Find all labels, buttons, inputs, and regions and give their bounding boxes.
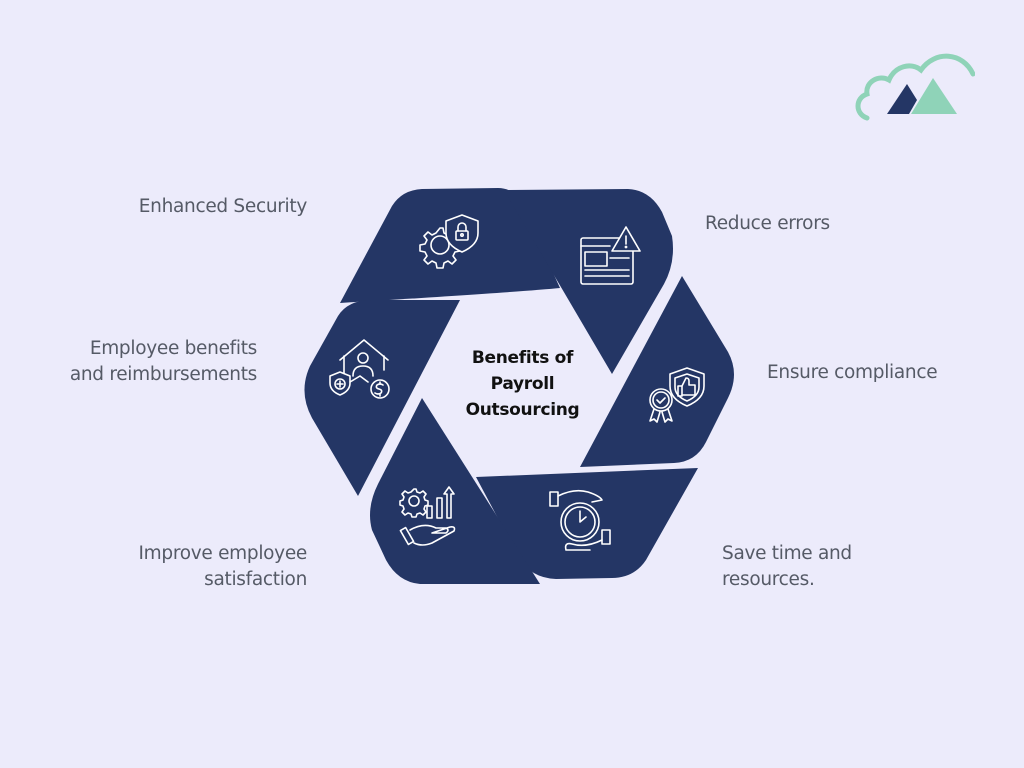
segment-enhanced-security [340, 188, 560, 303]
title-line-2: Payroll [490, 374, 555, 394]
title-line-1: Benefits of [471, 348, 574, 368]
label-employee-benefits: Employee benefits and reimbursements [69, 338, 257, 385]
label-reduce-errors: Reduce errors [705, 213, 830, 234]
diagram-center-title: Benefits of Payroll Outsourcing [440, 345, 605, 423]
hands-clock-icon [549, 489, 611, 551]
segment-save-time [476, 468, 698, 579]
label-save-time: Save time and resources. [722, 543, 852, 590]
segment-improve-satisfaction [370, 398, 540, 584]
segment-ensure-compliance [580, 276, 734, 467]
badge-shield-thumbs-up-icon [649, 367, 705, 423]
label-improve-satisfaction: Improve employee satisfaction [138, 543, 308, 590]
gear-shield-lock-icon [419, 214, 479, 269]
label-ensure-compliance: Ensure compliance [767, 362, 938, 383]
hand-gear-growth-icon [399, 486, 456, 546]
cloud-mountains-logo [855, 53, 975, 121]
label-enhanced-security: Enhanced Security [138, 196, 308, 217]
house-person-health-dollar-icon [329, 339, 390, 399]
title-line-3: Outsourcing [465, 400, 580, 420]
browser-warning-icon [580, 226, 641, 285]
